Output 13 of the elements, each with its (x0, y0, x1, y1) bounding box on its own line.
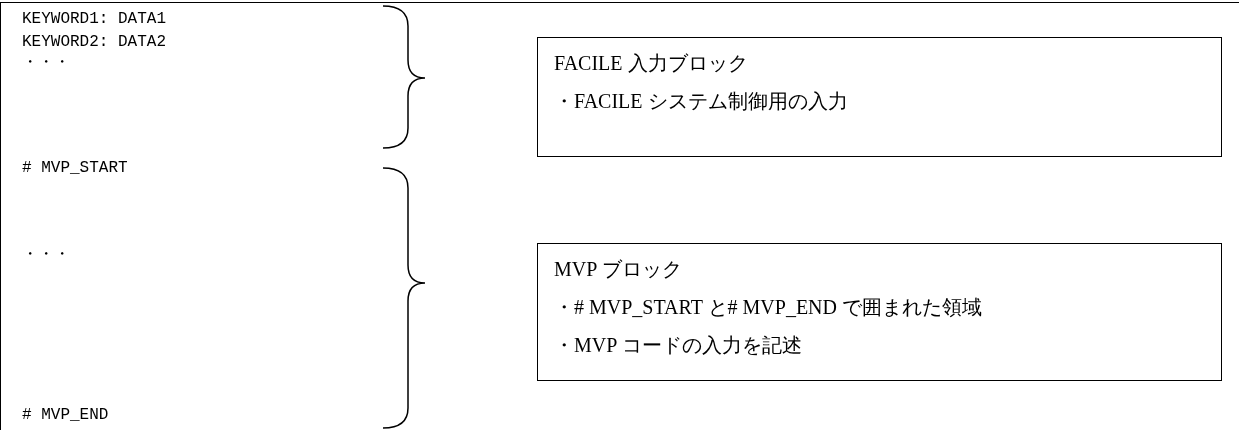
box-heading: FACILE 入力ブロック (554, 51, 748, 76)
code-line: KEYWORD2: DATA2 (22, 32, 167, 52)
text-box (537, 243, 1222, 381)
text-box (537, 37, 1222, 157)
bullet-text: ・MVP コードの入力を記述 (554, 333, 802, 358)
code-line: # MVP_START (22, 158, 128, 178)
code-line: ・・・ (22, 245, 70, 265)
bullet-text: ・FACILE システム制御用の入力 (554, 89, 848, 114)
code-line: # MVP_END (22, 405, 109, 425)
bullet-text: ・# MVP_START と# MVP_END で囲まれた領域 (554, 295, 982, 320)
code-line: KEYWORD1: DATA1 (22, 9, 167, 29)
code-line: ・・・ (22, 53, 70, 73)
box-heading: MVP ブロック (554, 257, 682, 282)
